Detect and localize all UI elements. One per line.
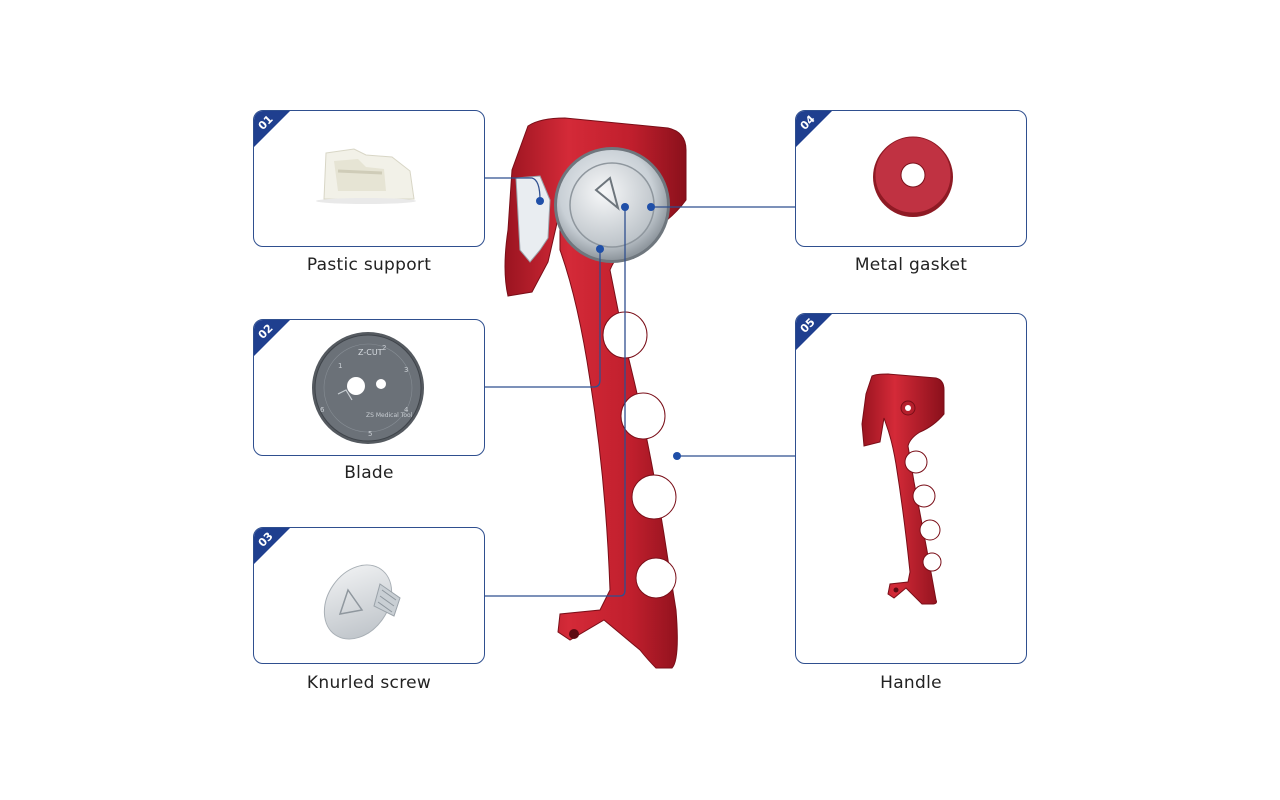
part-card-metal-gasket: 04	[795, 110, 1027, 247]
blade-assembly	[554, 147, 670, 263]
blade-mark-3: 3	[404, 366, 408, 374]
blade-mark-5: 5	[368, 430, 372, 438]
badge-01: 01	[254, 111, 290, 147]
part-card-knurled-screw: 03	[253, 527, 485, 664]
part-label-01: Pastic support	[306, 255, 432, 275]
part-label-05: Handle	[880, 673, 942, 693]
part-label-02: Blade	[344, 463, 394, 483]
badge-02: 02	[254, 320, 290, 356]
handle-icon	[861, 373, 945, 605]
part-card-blade: Z-CUT ZS Medical Tool 1 2 3 4 5 6 02	[253, 319, 485, 456]
blade-icon: Z-CUT ZS Medical Tool 1 2 3 4 5 6	[312, 332, 424, 444]
knurled-screw-icon	[323, 564, 401, 640]
blade-mark-1: 1	[338, 362, 342, 370]
part-label-03: Knurled screw	[306, 673, 432, 693]
part-card-handle: 05	[795, 313, 1027, 664]
part-label-04: Metal gasket	[854, 255, 968, 275]
plastic-support-icon	[316, 148, 416, 204]
blade-maker-text: ZS Medical Tool	[366, 412, 413, 419]
metal-gasket-icon	[873, 136, 953, 217]
blade-mark-2: 2	[382, 344, 386, 352]
badge-04: 04	[796, 111, 832, 147]
badge-03: 03	[254, 528, 290, 564]
part-card-plastic-support: 01	[253, 110, 485, 247]
badge-05: 05	[796, 314, 832, 350]
blade-brand-text: Z-CUT	[358, 348, 383, 357]
blade-mark-4: 4	[404, 406, 409, 414]
blade-mark-6: 6	[320, 406, 325, 414]
